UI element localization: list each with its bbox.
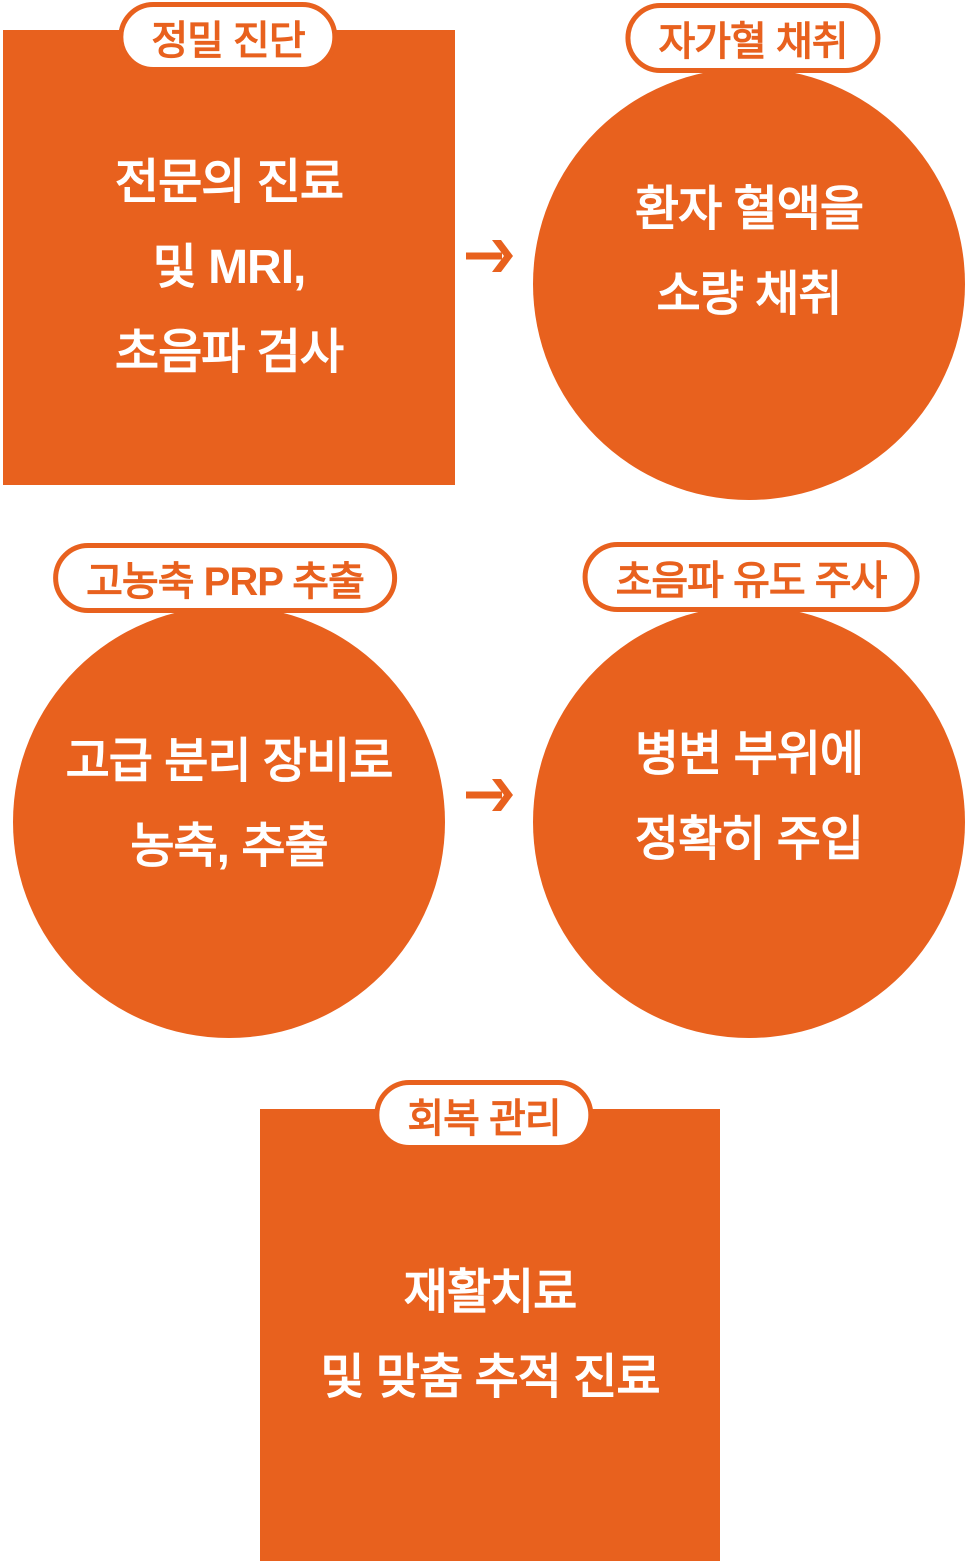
- step-text-line: 고급 분리 장비로: [65, 735, 394, 788]
- step-label-badge: 자가혈 채취: [625, 3, 881, 73]
- step-text-line: 정확히 주입: [634, 813, 864, 866]
- step-text: 전문의 진료 및 MRI, 초음파 검사: [3, 140, 455, 395]
- step-label-badge: 정밀 진단: [118, 2, 338, 72]
- step-text-line: 환자 혈액을: [634, 183, 864, 236]
- step-2-autologous-blood-collection: 자가혈 채취 환자 혈액을 소량 채취: [533, 3, 965, 500]
- step-text: 병변 부위에 정확히 주입: [533, 712, 965, 882]
- step-text-line: 농축, 추출: [130, 820, 328, 873]
- step-text-line: 소량 채취: [656, 268, 843, 321]
- step-label-badge: 회복 관리: [374, 1080, 594, 1150]
- step-5-recovery-management: 회복 관리 재활치료 및 맞춤 추적 진료: [260, 1080, 720, 1561]
- step-text: 재활치료 및 맞춤 추적 진료: [260, 1250, 720, 1420]
- arrow-right-icon: [466, 240, 513, 272]
- step-text: 환자 혈액을 소량 채취: [533, 167, 965, 337]
- step-label-badge: 고농축 PRP 추출: [53, 543, 397, 613]
- step-label-badge: 초음파 유도 주사: [582, 542, 920, 612]
- step-text-line: 전문의 진료: [114, 156, 344, 209]
- step-text-line: 병변 부위에: [634, 728, 864, 781]
- step-1-precise-diagnosis: 정밀 진단 전문의 진료 및 MRI, 초음파 검사: [3, 2, 455, 485]
- step-4-ultrasound-guided-injection: 초음파 유도 주사 병변 부위에 정확히 주입: [533, 542, 965, 1038]
- step-text: 고급 분리 장비로 농축, 추출: [13, 719, 445, 889]
- step-text-line: 재활치료: [403, 1266, 578, 1319]
- step-text-line: 초음파 검사: [114, 326, 344, 379]
- arrow-right-icon: [466, 779, 513, 811]
- step-3-prp-extraction: 고농축 PRP 추출 고급 분리 장비로 농축, 추출: [13, 543, 445, 1038]
- step-text-line: 및 맞춤 추적 진료: [320, 1351, 660, 1404]
- step-text-line: 및 MRI,: [152, 241, 307, 294]
